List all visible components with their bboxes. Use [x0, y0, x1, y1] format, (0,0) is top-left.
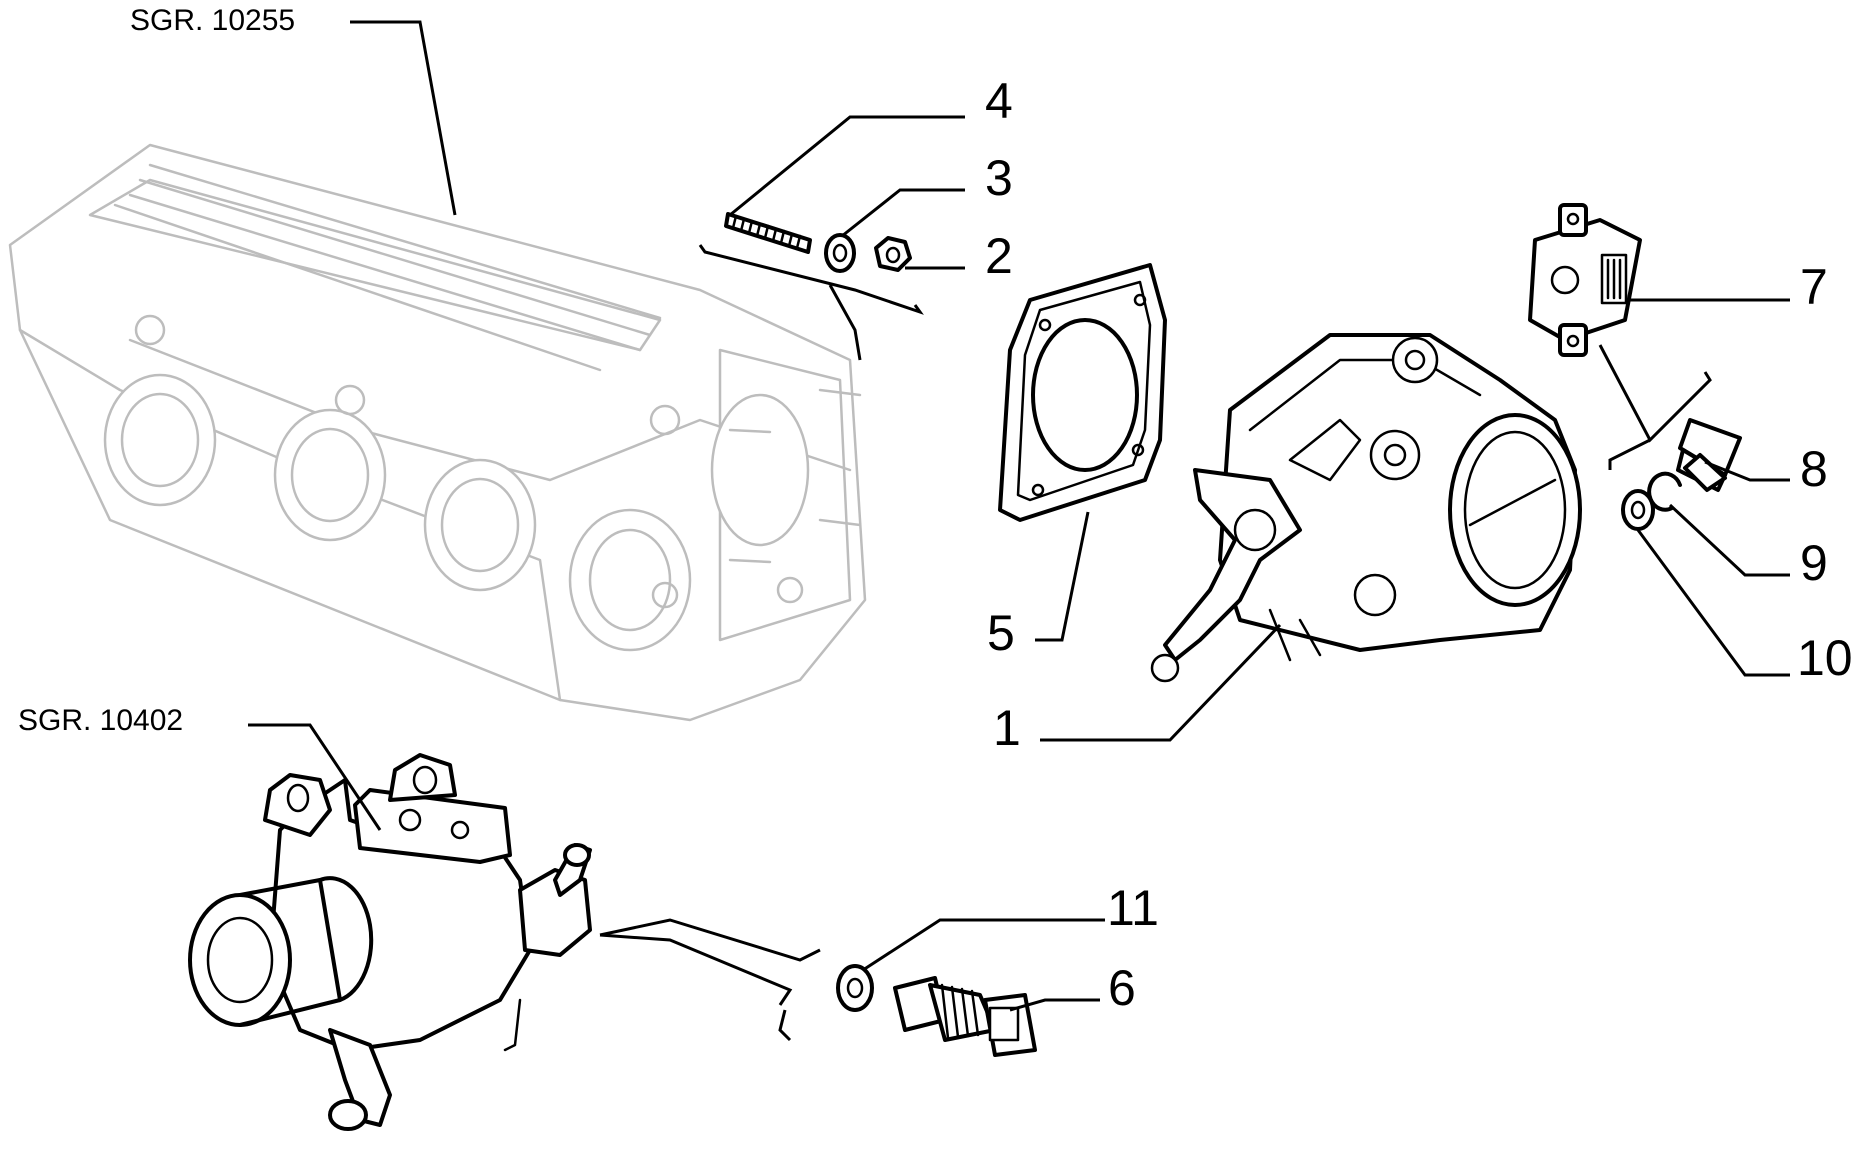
leader-6 [1009, 998, 1100, 1012]
reference-label-upper: SGR. 10255 [130, 4, 295, 37]
callout-2: 2 [985, 228, 1013, 284]
stud-bolt-illustration [724, 212, 812, 254]
screw-illustration [1676, 418, 1742, 492]
housing-bracket-line-lower [599, 933, 793, 1042]
callout-4: 4 [985, 73, 1013, 129]
hardware-bracket-stem [828, 284, 862, 361]
hex-nut-illustration [874, 236, 912, 272]
flat-washer-illustration [824, 233, 856, 273]
throttle-position-sensor-illustration [1528, 203, 1642, 357]
callout-8: 8 [1800, 441, 1828, 497]
leader-ref-upper [350, 20, 457, 216]
washer-illustration [1621, 489, 1655, 531]
callout-1: 1 [993, 700, 1021, 756]
leader-11 [862, 918, 1105, 972]
leader-5 [1035, 511, 1090, 642]
reference-label-lower: SGR. 10402 [18, 704, 183, 737]
callout-3: 3 [985, 150, 1013, 206]
callout-11: 11 [1107, 880, 1159, 936]
callout-10: 10 [1797, 630, 1853, 686]
retaining-clip-illustration [1647, 471, 1682, 512]
thermostat-housing-illustration [188, 753, 592, 1131]
temperature-sensor-illustration [893, 976, 1037, 1057]
hardware-bracket-line [698, 244, 924, 315]
gasket-illustration [998, 263, 1167, 522]
intake-manifold-illustration [8, 143, 867, 722]
leader-1 [1040, 623, 1282, 742]
callout-7: 7 [1800, 259, 1828, 315]
leader-3 [841, 188, 965, 238]
leader-10 [1636, 529, 1790, 677]
sealing-washer-illustration [836, 964, 874, 1012]
leader-lines [248, 20, 1790, 1012]
housing-bracket-line [599, 918, 821, 962]
leader-ref-lower [248, 723, 382, 831]
callout-5: 5 [987, 605, 1015, 661]
leader-8 [1704, 460, 1790, 482]
throttle-body-illustration [1150, 333, 1582, 683]
leader-9 [1668, 503, 1790, 577]
leader-4 [729, 115, 965, 217]
sensor-bracket [1598, 344, 1712, 470]
callout-6: 6 [1108, 960, 1136, 1016]
callout-9: 9 [1800, 535, 1828, 591]
